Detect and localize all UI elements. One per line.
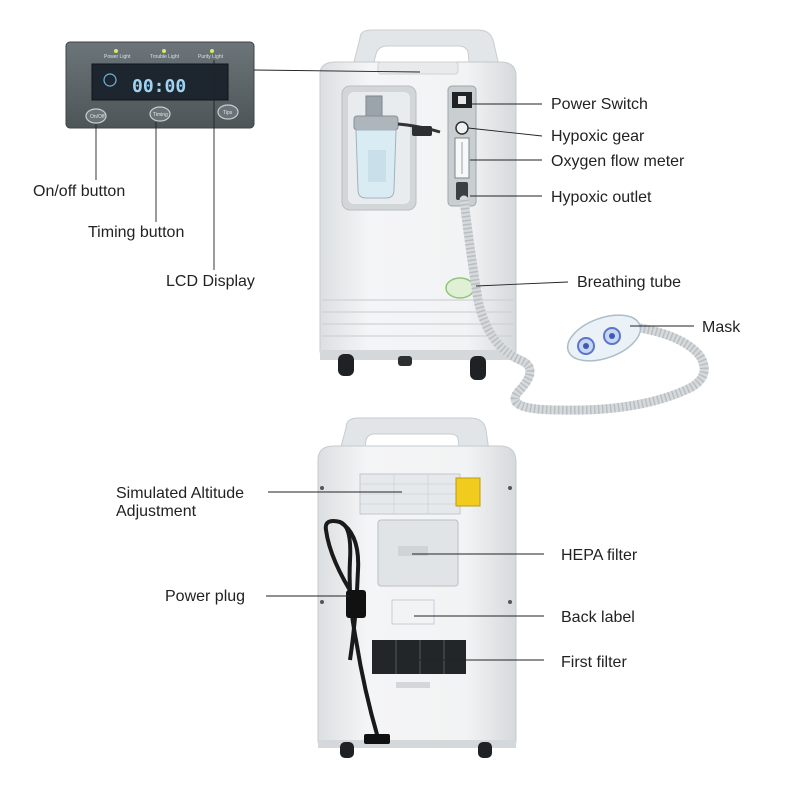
back-base: [318, 740, 516, 748]
label-simulated-altitude-2: Adjustment: [116, 503, 197, 520]
trouble-light-led: [162, 49, 166, 53]
control-panel-inset: Power Light Trouble Light Purity Light 0…: [65, 41, 255, 129]
timing-button-label: Timing: [153, 112, 168, 118]
cord-inlet: [364, 734, 390, 744]
hypoxic-gear-knob[interactable]: [455, 121, 469, 135]
tips-button[interactable]: [217, 104, 239, 120]
lcd-display: [91, 63, 229, 101]
breathing-tube: [459, 195, 709, 415]
power-light-label: Power Light: [104, 54, 131, 60]
leader-hypoxic-gear: [467, 127, 543, 137]
front-wheel-right: [470, 356, 486, 380]
label-hypoxic-outlet: Hypoxic outlet: [551, 189, 652, 206]
leader-lines: [95, 60, 694, 661]
tips-button-label: Tips: [223, 110, 233, 116]
leader-breathing-tube: [475, 281, 569, 287]
on-off-button-label: On/Off: [90, 114, 105, 120]
back-unit: [317, 417, 517, 758]
back-label-sticker: [391, 599, 435, 625]
label-timing-button: Timing button: [88, 224, 185, 241]
label-on-off-button: On/off button: [33, 183, 126, 200]
label-mask: Mask: [702, 319, 741, 336]
label-oxygen-flow-meter: Oxygen flow meter: [551, 153, 685, 170]
power-light-led: [114, 49, 118, 53]
green-indicator: [445, 277, 475, 299]
label-power-switch: Power Switch: [551, 96, 648, 113]
power-cord: [323, 519, 380, 739]
small-label: [396, 682, 430, 688]
label-breathing-tube: Breathing tube: [577, 274, 682, 291]
back-wheel-right: [478, 742, 492, 758]
label-lcd-display: LCD Display: [166, 273, 255, 290]
fan-icon: [103, 73, 117, 87]
power-plug: [346, 590, 366, 618]
handle: [351, 29, 501, 71]
mask: [566, 314, 642, 362]
power-cord-loop: [338, 520, 361, 661]
purity-light-led: [210, 49, 214, 53]
label-hepa-filter: HEPA filter: [561, 547, 638, 564]
humidifier-bottle: [353, 95, 399, 199]
connector-nut: [412, 126, 432, 136]
top-ridge: [377, 61, 459, 75]
label-simulated-altitude-1: Simulated Altitude: [116, 485, 245, 502]
altitude-table-grid: [360, 474, 460, 514]
label-hypoxic-gear: Hypoxic gear: [551, 128, 645, 145]
label-first-filter: First filter: [561, 654, 627, 671]
label-power-plug: Power plug: [165, 588, 246, 605]
hypoxic-outlet-port: [456, 182, 468, 200]
front-unit: [319, 29, 709, 415]
timing-button[interactable]: [149, 106, 171, 122]
lcd-digits: 00:00: [132, 76, 186, 97]
back-screws: [320, 486, 512, 604]
power-switch-rocker: [458, 96, 466, 104]
hepa-filter-sticker: [398, 546, 428, 556]
first-filter-slats: [395, 640, 445, 674]
front-wheel-mid: [398, 356, 412, 366]
back-body: [317, 445, 517, 743]
warning-label: [455, 477, 481, 507]
front-wheel-left: [338, 354, 354, 376]
back-handle: [337, 417, 491, 459]
on-off-button[interactable]: [85, 108, 107, 124]
front-base: [320, 350, 516, 360]
trouble-light-label: Trouble Light: [150, 54, 180, 60]
back-wheel-left: [340, 742, 354, 758]
leader-panel: [253, 69, 421, 73]
label-back-label: Back label: [561, 609, 635, 626]
purity-light-label: Purity Light: [198, 54, 224, 60]
